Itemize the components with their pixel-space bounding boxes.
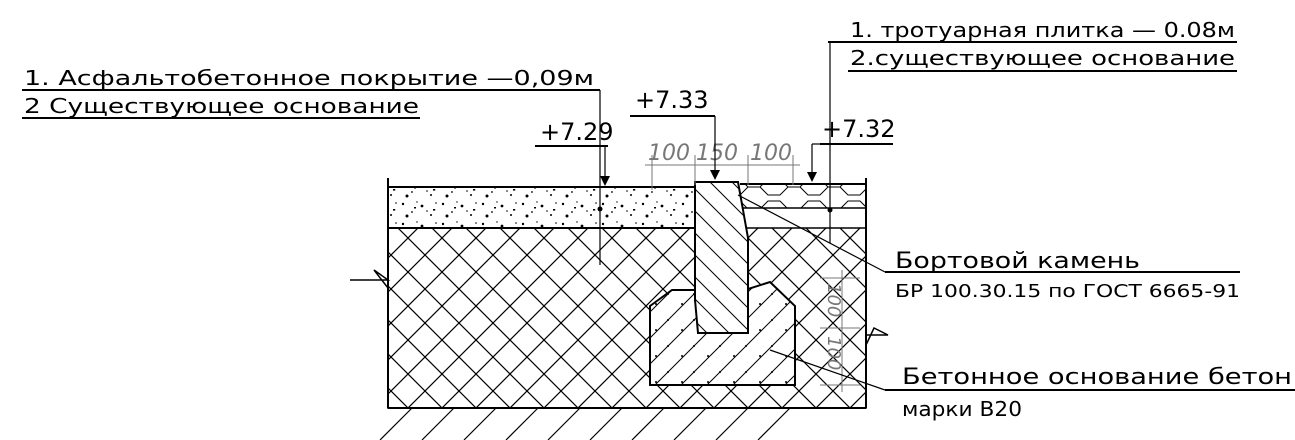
callout-paving-line1: 1. тротуарная плитка — 0.08м: [850, 18, 1235, 42]
elevation-curb-top-label: +7.33: [635, 86, 709, 114]
elevation-sidewalk: +7.32: [807, 115, 896, 182]
callout-asphalt-line1: 1. Асфальтобетонное покрытие —0,09м: [24, 66, 594, 90]
break-mark-right: [865, 326, 889, 346]
paving-tile-layer: [740, 183, 866, 209]
callout-base: Бетонное основание бетон марки В20: [769, 349, 1295, 421]
elevation-asphalt: +7.29: [535, 118, 614, 186]
elevation-asphalt-label: +7.29: [540, 118, 614, 146]
callout-paving-line2: 2.существующее основание: [850, 46, 1235, 70]
curb-stone: [694, 181, 749, 334]
dimension-d2: 150: [696, 141, 738, 166]
dimension-v2: 100: [823, 336, 844, 370]
callout-asphalt-line2: 2 Существующее основание: [24, 94, 419, 118]
callout-curb: Бортовой камень БР 100.30.15 по ГОСТ 666…: [737, 194, 1240, 302]
vertical-dimension: 100 100: [820, 270, 860, 392]
horizontal-dimension: 100 150 100: [645, 141, 800, 190]
callout-base-title: Бетонное основание бетон: [902, 365, 1292, 390]
elevation-sidewalk-label: +7.32: [822, 115, 896, 143]
dimension-v1: 100: [823, 283, 844, 317]
callout-paving: 1. тротуарная плитка — 0.08м 2.существую…: [827, 18, 1237, 243]
dimension-d3: 100: [750, 141, 792, 166]
callout-base-spec: марки В20: [902, 397, 1022, 421]
callout-asphalt: 1. Асфальтобетонное покрытие —0,09м 2 Су…: [22, 66, 603, 265]
elevation-curb-top: +7.33: [630, 86, 720, 180]
callout-curb-title: Бортовой камень: [895, 249, 1140, 274]
break-mark-left: [350, 269, 391, 289]
callout-curb-spec: БР 100.30.15 по ГОСТ 6665-91: [895, 281, 1240, 302]
dimension-d1: 100: [648, 141, 690, 166]
asphalt-layer: [388, 186, 700, 229]
